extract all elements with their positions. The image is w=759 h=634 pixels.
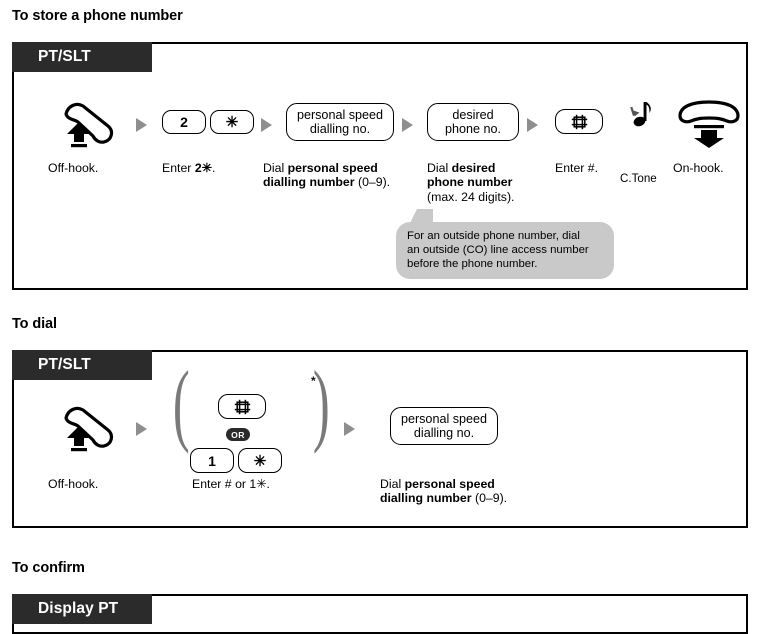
caption-text-post: . (211, 161, 216, 175)
caption-text-bold: 2✳ (194, 161, 212, 175)
callout-outside-line-note: For an outside phone number, dial an out… (396, 222, 614, 279)
caption-text-pre: Enter (162, 161, 195, 175)
caption-text: On-hook. (673, 161, 724, 175)
caption-text-bold-1: personal speed (404, 477, 495, 491)
value-box-personal-speed-dialling-no-1[interactable]: personal speed dialling no. (286, 103, 394, 141)
caption-dial-desired-phone: Dial desired phone number (max. 24 digit… (427, 161, 537, 204)
value-box-line-2: dialling no. (309, 122, 371, 136)
caption-text: Enter #. (555, 161, 599, 175)
key-2-label: 2 (180, 114, 188, 130)
caption-text-suffix: (0–9). (471, 491, 508, 506)
callout-line-2: an outside (CO) line access number (407, 244, 589, 257)
flow-arrow-1 (136, 118, 147, 132)
key-star-2[interactable]: ✳ (238, 448, 282, 473)
device-tab-pt-slt-dial: PT/SLT (12, 350, 152, 380)
value-box-line-1: personal speed (400, 411, 488, 426)
section-heading-store: To store a phone number (12, 8, 183, 24)
handset-onhook-icon (674, 100, 744, 148)
flow-arrow-3 (402, 118, 413, 132)
value-box-line-2: phone no. (444, 122, 502, 136)
handset-offhook-icon (54, 98, 120, 148)
value-box-desired-phone-no[interactable]: desired phone no. (427, 103, 519, 141)
caption-off-hook-2: Off-hook. (48, 477, 138, 491)
callout-line-1: For an outside phone number, dial (407, 230, 580, 242)
caption-off-hook-1: Off-hook. (48, 161, 138, 175)
key-2[interactable]: 2 (162, 110, 206, 134)
section-heading-dial: To dial (12, 316, 57, 332)
caption-text-bold-2: dialling number (263, 175, 355, 190)
flow-arrow-6 (344, 422, 355, 436)
caption-text-suffix: (max. 24 digits). (427, 189, 515, 204)
device-tab-pt-slt-store: PT/SLT (12, 42, 152, 72)
hash-glyph-icon (234, 399, 250, 414)
footnote-asterisk: * (311, 374, 316, 388)
key-hash-2[interactable] (218, 394, 266, 419)
flow-arrow-2 (261, 118, 272, 132)
caption-text-bold-1: desired (451, 161, 496, 175)
key-star-1[interactable]: ✳ (210, 110, 254, 134)
procedure-frame-store: PT/SLT Off-hook. 2 ✳ Enter 2✳. personal … (12, 42, 748, 290)
callout-line-3: before the phone number. (407, 258, 538, 271)
flow-arrow-5 (136, 422, 147, 436)
key-1[interactable]: 1 (190, 448, 234, 473)
caption-enter-2-star: Enter 2✳. (162, 161, 272, 175)
device-tab-display-pt: Display PT (12, 594, 152, 624)
group-paren-right: ) (312, 352, 330, 454)
confirmation-tone-icon (627, 100, 653, 130)
caption-dial-personal-speed-2: Dial personal speed dialling number (0–9… (380, 477, 530, 506)
caption-text-pre: Dial (263, 161, 288, 175)
value-box-personal-speed-dialling-no-2[interactable]: personal speed dialling no. (390, 407, 498, 445)
caption-text-suffix: (0–9). (354, 175, 391, 190)
group-paren-left: ( (172, 352, 190, 454)
procedure-frame-dial: PT/SLT Off-hook. ( ) * OR 1 (12, 350, 748, 528)
caption-text: Off-hook. (48, 477, 99, 491)
hash-glyph-icon (571, 114, 587, 129)
caption-on-hook: On-hook. (673, 161, 753, 175)
procedure-frame-confirm: Display PT (12, 594, 748, 634)
value-box-line-2: dialling no. (413, 426, 475, 440)
value-box-line-1: desired (452, 107, 494, 122)
handset-offhook-icon (54, 402, 120, 452)
flow-arrow-4 (527, 118, 538, 132)
caption-text-pre: Dial (427, 161, 452, 175)
ctone-label: C.Tone (620, 172, 657, 185)
value-box-line-1: personal speed (296, 107, 384, 122)
or-badge: OR (226, 428, 250, 441)
caption-enter-hash-or-1-star: Enter # or 1✳. (192, 477, 332, 491)
caption-text: Off-hook. (48, 161, 99, 175)
key-hash-1[interactable] (555, 109, 603, 134)
caption-text-bold-2: dialling number (380, 491, 472, 506)
caption-text-pre: Dial (380, 477, 405, 491)
section-heading-confirm: To confirm (12, 560, 85, 576)
key-star-label: ✳ (253, 452, 267, 470)
caption-text-bold-2: phone number (427, 175, 513, 190)
caption-dial-personal-speed-1: Dial personal speed dialling number (0–9… (263, 161, 403, 190)
caption-text: Enter # or 1✳. (192, 477, 270, 491)
caption-enter-hash-1: Enter #. (555, 161, 645, 175)
key-1-label: 1 (208, 452, 216, 469)
key-star-label: ✳ (225, 114, 239, 131)
caption-text-bold-1: personal speed (287, 161, 378, 175)
